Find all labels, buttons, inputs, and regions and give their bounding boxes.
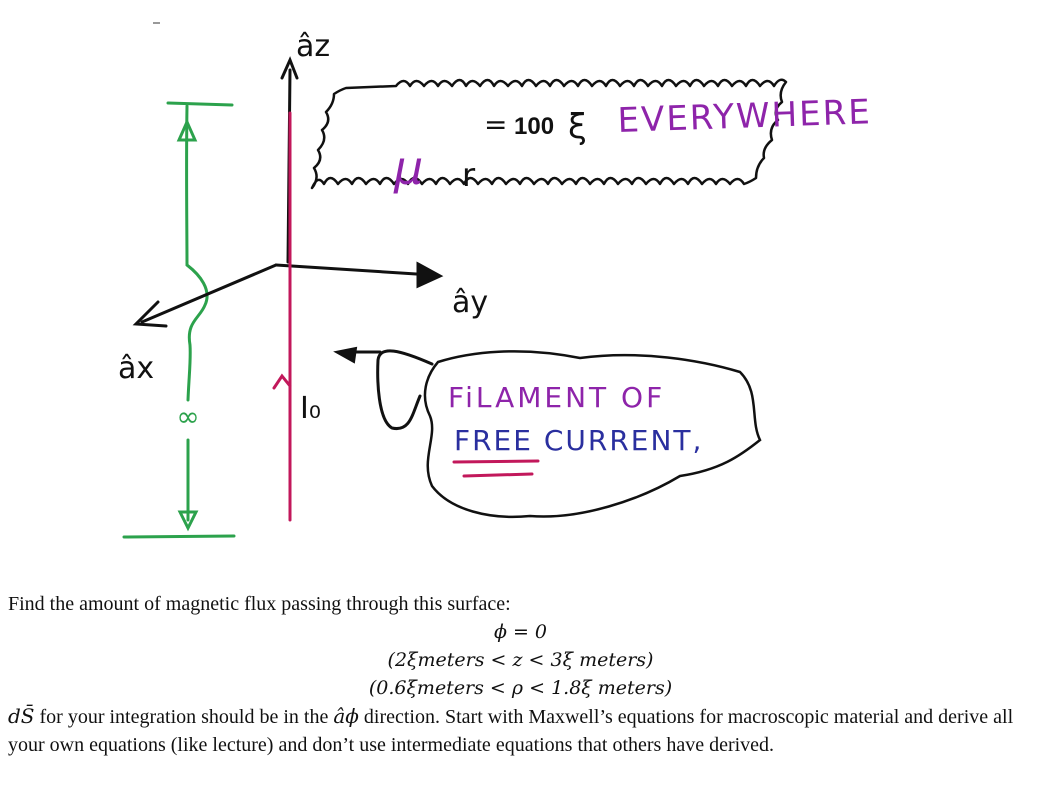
current-direction-arrowhead	[272, 373, 292, 390]
dimension-top-arrow	[176, 118, 198, 142]
y-axis-label: ây	[452, 285, 488, 320]
dimension-bottom-arrow	[177, 510, 199, 532]
dimension-bottom-cap	[122, 534, 236, 539]
problem-instructions: dS̄ for your integration should be in th…	[8, 702, 1033, 759]
axes	[132, 56, 444, 328]
y-axis-line	[274, 263, 434, 277]
permeability-cloud	[310, 78, 788, 190]
cloud-mu-subscript: r	[462, 156, 476, 194]
cloud-mu-symbol: μ	[393, 141, 423, 195]
condition-z-range: (2ξmeters < z < 3ξ meters)	[387, 649, 654, 671]
z-axis-arrowhead	[280, 56, 299, 80]
cloud-everywhere: EVERYWHERE	[617, 92, 872, 141]
cloud-value: 100	[514, 113, 554, 140]
ds-text-a: for your integration should be in the	[34, 706, 334, 728]
z-axis-label: âz	[296, 29, 330, 64]
cloud-equals: =	[484, 108, 507, 141]
ds-symbol: dS̄	[8, 704, 35, 728]
filament-pointer-arrowhead	[333, 346, 358, 364]
condition-phi: ϕ = 0	[493, 621, 548, 643]
dimension-top-cap	[166, 101, 234, 107]
current-label: I₀	[300, 391, 321, 426]
x-axis-line	[140, 263, 278, 324]
y-axis-arrowhead	[416, 261, 444, 289]
filament-note-line1: FiLAMENT OF	[448, 381, 665, 414]
x-axis-arrowhead	[132, 300, 168, 328]
filament-pointer	[376, 349, 434, 431]
a-phi-symbol: âϕ	[333, 704, 359, 728]
problem-statement: Find the amount of magnetic flux passing…	[8, 590, 1033, 759]
filament-note-line2: FREE CURRENT,	[454, 424, 703, 457]
diagram: ∞ âz ây âx I₀ μ r = 100 ξ EVERYWHERE Fi	[118, 22, 872, 539]
cloud-xi: ξ	[568, 107, 587, 147]
filament-note-cloud	[423, 350, 762, 519]
problem-intro: Find the amount of magnetic flux passing…	[8, 593, 511, 615]
dimension-label-infinity: ∞	[176, 400, 199, 433]
free-underline	[452, 459, 540, 478]
condition-rho-range: (0.6ξmeters < ρ < 1.8ξ meters)	[368, 677, 673, 699]
dimension-marker	[122, 101, 236, 539]
ds-text-b: direction. Start with Maxwell’s equation…	[8, 706, 1014, 756]
dimension-line-upper	[185, 104, 209, 402]
x-axis-label: âx	[118, 351, 154, 386]
